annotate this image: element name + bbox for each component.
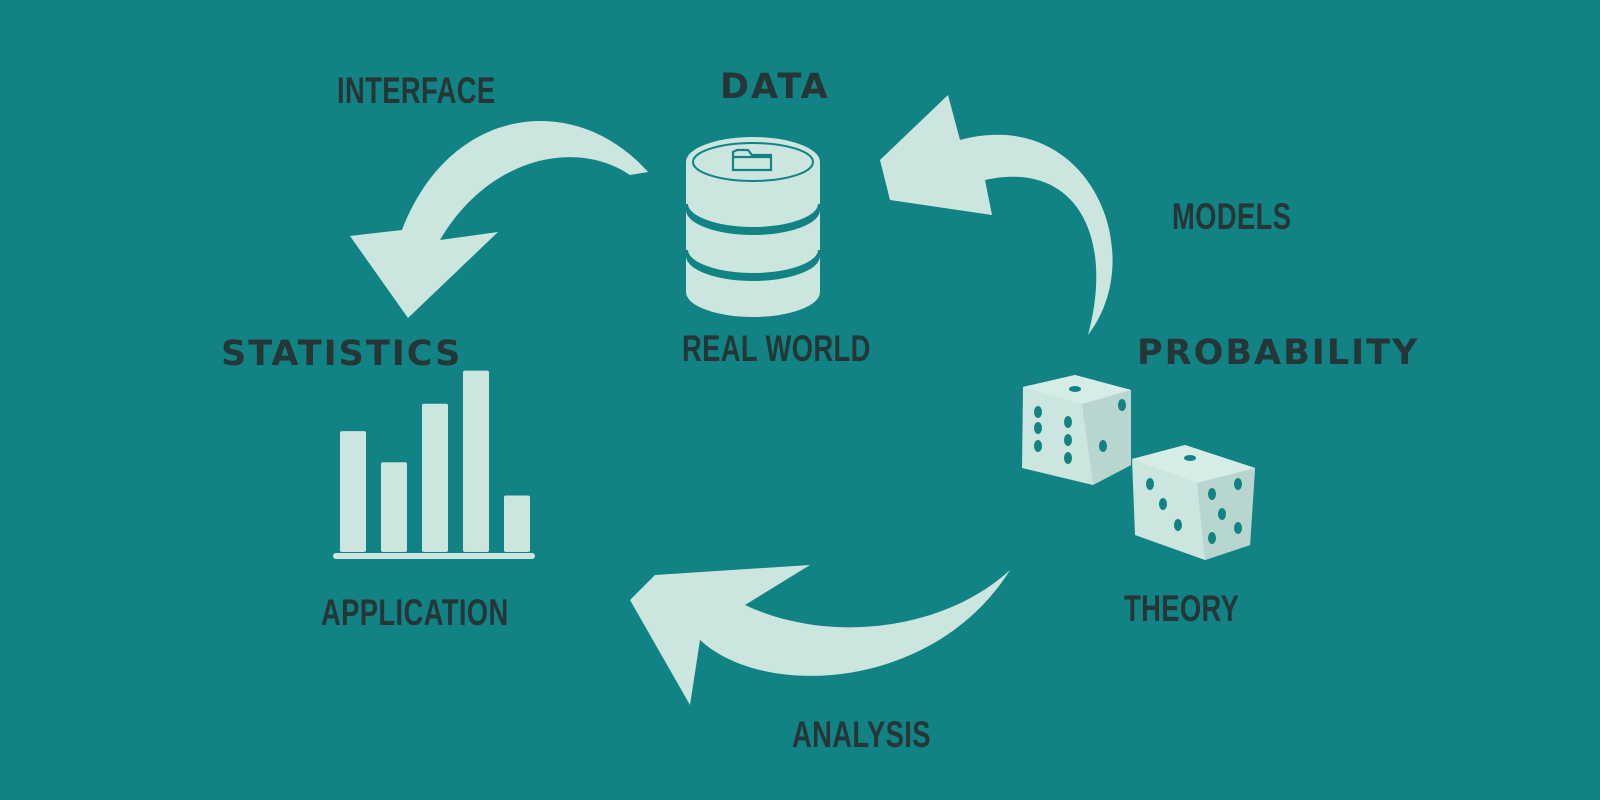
curved-arrow-icon-models: [880, 95, 1113, 335]
label-models: MODELS: [1172, 196, 1292, 237]
bar-chart-bar: [504, 495, 530, 552]
label-theory: THEORY: [1124, 588, 1240, 629]
label-real-world: REAL WORLD: [682, 328, 871, 369]
label-probability: PROBABILITY: [1137, 333, 1420, 373]
label-interface: INTERFACE: [337, 70, 496, 111]
label-application: APPLICATION: [321, 592, 509, 633]
bar-chart-baseline: [333, 553, 535, 559]
bar-chart-bar: [340, 431, 366, 552]
database-icon: [684, 137, 822, 317]
dice-icon: [1022, 375, 1131, 485]
bar-chart-bar: [381, 462, 407, 552]
curved-arrow-icon-analysis: [630, 565, 1010, 705]
label-data: DATA: [720, 67, 830, 107]
bar-chart-bar: [422, 403, 448, 552]
label-analysis: ANALYSIS: [792, 714, 931, 755]
label-statistics: STATISTICS: [221, 334, 463, 374]
bar-chart-icon: [333, 370, 535, 559]
curved-arrow-icon-interface: [350, 120, 648, 318]
dice-icon-front: [1132, 445, 1255, 560]
folder-icon: [731, 148, 773, 172]
bar-chart-bar: [463, 370, 489, 552]
